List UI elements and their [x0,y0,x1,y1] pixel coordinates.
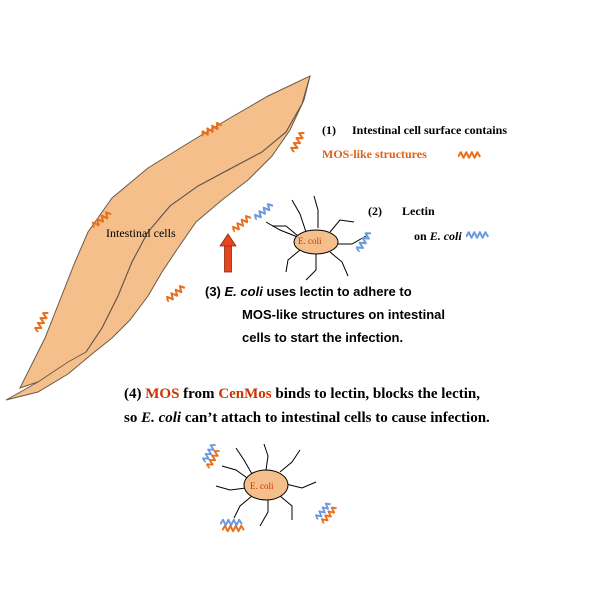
step3-line3: cells to start the infection. [242,330,404,345]
step4-from: from [183,386,215,402]
step2-on-ecoli: on E. coli [414,229,462,244]
ecoli-bottom-illustration [200,441,339,533]
step4-line1-rest: binds to lectin, blocks the lectin, [275,386,480,402]
step3-organism: E. coli [224,284,263,299]
step4-so: so [124,410,138,426]
mos-icon [222,524,245,533]
step1-caption: (1) Intestinal cell surface contains [322,123,507,138]
cell-divider-line [85,103,303,353]
mos-icon [163,283,187,304]
step4-organism: E. coli [141,410,182,426]
ecoli-bottom-body [243,469,289,501]
ecoli-top-body [293,229,339,255]
step3-line1: (3) E. coli uses lectin to adhere to [205,284,412,299]
step2-number: (2) [368,204,382,218]
step4-number: (4) [124,386,142,402]
step4-mos: MOS [145,386,180,402]
intestinal-cells-label: Intestinal cells [106,226,176,240]
lectin-legend-icon [466,231,490,239]
step4-line2-rest: can’t attach to intestinal cells to caus… [184,410,490,426]
step3-line1-rest: uses lectin to adhere to [266,284,412,299]
mos-legend-icon [458,151,482,159]
step2-caption: (2) Lectin [368,204,435,219]
ecoli-top-label: E. coli [298,236,322,246]
step3-number: (3) [205,284,221,299]
step4-line2: so E. coli can’t attach to intestinal ce… [124,410,490,427]
lectin-icon [220,518,243,527]
step4-line1: (4) MOS from CenMos binds to lectin, blo… [124,386,480,403]
intestinal-cells-illustration [5,75,311,401]
step4-cenmos: CenMos [218,386,272,402]
step1-highlight: MOS-like structures [322,147,427,161]
step1-number: (1) [322,123,336,137]
mos-icon [229,213,253,234]
step3-line2: MOS-like structures on intestinal [242,307,445,322]
ecoli-top-illustration [251,195,373,281]
step2-text: Lectin [402,204,435,218]
mos-icon [288,129,307,154]
ecoli-top-flagella [265,195,367,281]
step2-organism: E. coli [429,229,462,243]
lectin-icon [251,201,275,222]
step1-text: Intestinal cell surface contains [352,123,507,137]
ecoli-bottom-label: E. coli [250,481,274,491]
lectin-icon [354,229,373,254]
step2-on: on [414,229,427,243]
ecoli-bottom-flagella [215,443,317,527]
red-up-arrow-icon [219,233,237,273]
mos-icon [32,309,51,334]
